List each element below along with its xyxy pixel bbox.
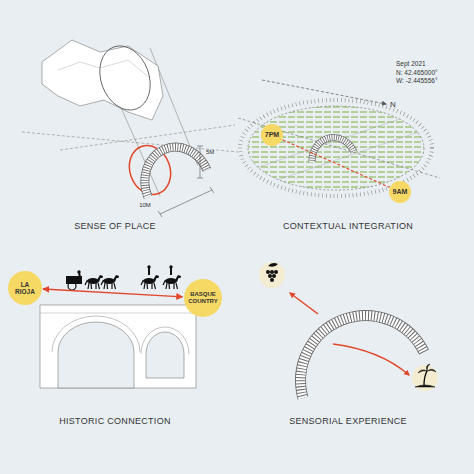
sun-path-drawing	[312, 138, 354, 162]
sensorial-drawing	[418, 370, 427, 373]
sensorial-drawing	[290, 293, 318, 314]
sense-of-place-drawing	[58, 60, 150, 78]
sense-of-place-drawing	[91, 39, 159, 117]
sensorial-drawing	[333, 344, 409, 375]
sun-path-drawing	[238, 80, 440, 196]
marker-text: 7PM	[265, 131, 279, 139]
sun-path-drawing	[248, 106, 424, 190]
dimension-label: 5M	[206, 149, 214, 156]
sense-of-place-drawing	[145, 147, 207, 197]
sensorial-drawing	[274, 270, 278, 274]
panel-caption: HISTORIC CONNECTION	[59, 417, 171, 427]
dimension-label: 10M	[139, 202, 151, 209]
sun-path-drawing	[260, 128, 430, 186]
coordinate-note: N: 42.465000°	[396, 69, 438, 76]
marker-text: LA RIOJA	[12, 281, 38, 296]
sensorial-drawing	[424, 371, 427, 385]
horse-carriage-silhouettes	[163, 275, 181, 289]
sense-of-place-drawing	[42, 40, 163, 120]
sense-of-place-drawing	[145, 147, 207, 197]
region-marker: BASQUE COUNTRY	[184, 279, 223, 318]
bridge-drawing	[141, 327, 189, 354]
horse-carriage-silhouettes	[148, 268, 150, 275]
sense-of-place-drawing	[210, 187, 214, 193]
coordinate-note: W: -2.445556°	[396, 77, 438, 84]
horse-carriage-silhouettes	[68, 282, 76, 290]
sense-of-place-drawing	[160, 190, 212, 214]
sun-path-drawing	[250, 112, 430, 186]
sensorial-drawing	[266, 263, 278, 282]
sensorial-drawing	[427, 369, 436, 372]
sense-of-place-drawing	[158, 146, 214, 217]
bridge-drawing	[58, 322, 134, 388]
date-note: Sept 2021	[396, 60, 426, 67]
sensorial-drawing	[272, 274, 276, 278]
panel-caption: SENSE OF PLACE	[74, 222, 156, 232]
sense-of-place-drawing	[197, 178, 203, 179]
sensorial-drawing	[301, 316, 424, 398]
region-marker: LA RIOJA	[8, 271, 42, 305]
sun-path-drawing	[238, 118, 440, 178]
sensorial-drawing	[259, 262, 438, 398]
sense-of-place-drawing	[22, 132, 238, 152]
sense-of-place-drawing	[158, 211, 162, 217]
marker-text: BASQUE COUNTRY	[187, 291, 219, 305]
time-marker: 7PM	[261, 124, 283, 146]
connection-arrow	[43, 289, 183, 297]
sensorial-drawing	[270, 270, 274, 274]
sensorial-drawing	[412, 365, 438, 391]
north-label: N	[390, 101, 396, 110]
horse-carriage-silhouettes	[85, 275, 103, 289]
horse-carriage-silhouettes	[79, 273, 80, 277]
horse-carriage-silhouettes	[170, 268, 172, 275]
panel-caption: CONTEXTUAL INTEGRATION	[283, 222, 413, 232]
horse-carriage-silhouettes	[101, 275, 119, 289]
sensorial-drawing	[301, 316, 424, 398]
sun-line	[283, 140, 390, 188]
sense-of-place-drawing	[60, 125, 235, 150]
bridge-drawing	[40, 305, 196, 388]
bridge-drawing	[146, 332, 184, 378]
sun-path-drawing	[250, 112, 420, 170]
sensorial-drawing	[268, 274, 272, 278]
time-marker: 9AM	[389, 181, 411, 203]
sun-path-drawing	[262, 80, 386, 104]
sensorial-drawing	[426, 364, 430, 371]
sense-of-place-drawing	[197, 146, 203, 147]
sensorial-drawing	[266, 270, 270, 274]
sun-path-drawing	[312, 138, 354, 162]
bridge-drawing	[40, 313, 196, 314]
bridge-drawing	[52, 316, 140, 352]
sensorial-drawing	[415, 364, 436, 387]
sensorial-drawing	[415, 385, 435, 387]
horse-carriage-silhouettes	[66, 265, 181, 290]
sensorial-drawing	[268, 263, 278, 267]
marker-text: 9AM	[393, 188, 408, 196]
sensorial-drawing	[270, 278, 274, 282]
sense-of-place-drawing	[22, 39, 238, 217]
sensorial-drawing	[259, 262, 285, 288]
bridge-drawing	[40, 305, 196, 388]
sense-of-place-drawing	[200, 146, 201, 178]
sun-path-drawing	[248, 106, 424, 190]
panel-caption: SENSORIAL EXPERIENCE	[289, 417, 407, 427]
horse-carriage-silhouettes	[141, 275, 159, 289]
